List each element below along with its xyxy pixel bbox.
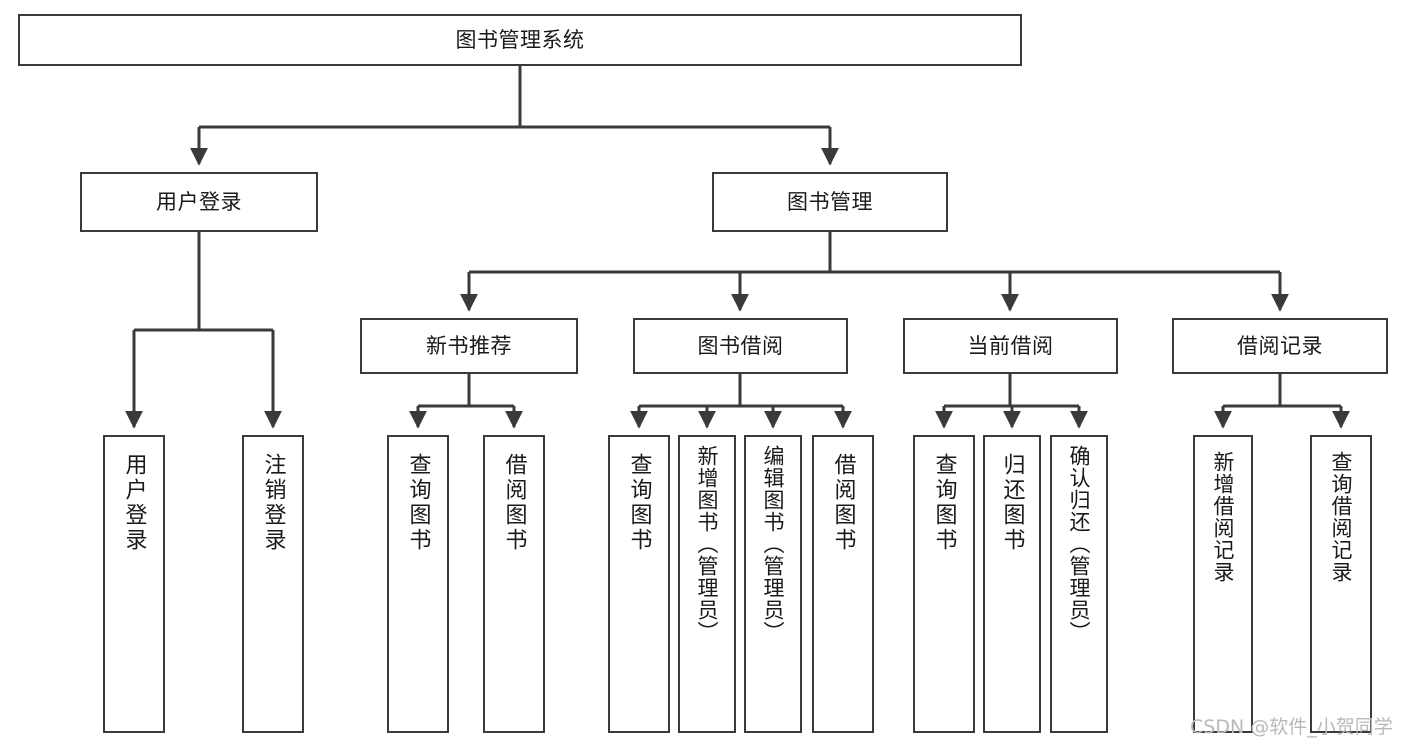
node-leaf-rec-query-book-label: 查询图书 [405,453,431,553]
node-leaf-rec-borrow-book-label: 借阅图书 [501,453,527,553]
watermark-text: CSDN @软件_小贺同学 [1190,716,1393,738]
node-leaf-confirm-return-admin[interactable]: 确认归还（管理员） [1050,435,1108,733]
node-leaf-borrow-book-label: 借阅图书 [830,453,856,553]
node-leaf-borrow-book[interactable]: 借阅图书 [812,435,874,733]
node-leaf-borrow-query-book[interactable]: 查询图书 [608,435,670,733]
node-current-borrow[interactable]: 当前借阅 [903,318,1118,374]
node-leaf-borrow-query-book-label: 查询图书 [626,453,652,553]
node-leaf-add-borrow-record-label: 新增借阅记录 [1211,451,1236,583]
node-borrow-record-label: 借阅记录 [1237,333,1323,358]
node-leaf-query-borrow-record[interactable]: 查询借阅记录 [1310,435,1372,733]
node-leaf-confirm-return-admin-label: 确认归还（管理员） [1067,445,1092,643]
node-leaf-cur-query-book[interactable]: 查询图书 [913,435,975,733]
node-leaf-user-login-label: 用户登录 [121,453,147,553]
node-book-manage-label: 图书管理 [787,189,873,214]
node-book-borrow[interactable]: 图书借阅 [633,318,848,374]
node-user-login-label: 用户登录 [156,189,242,214]
node-leaf-user-login[interactable]: 用户登录 [103,435,165,733]
node-leaf-return-book[interactable]: 归还图书 [983,435,1041,733]
node-leaf-user-logout[interactable]: 注销登录 [242,435,304,733]
node-root[interactable]: 图书管理系统 [18,14,1022,66]
node-user-login[interactable]: 用户登录 [80,172,318,232]
node-new-book-rec-label: 新书推荐 [426,333,512,358]
node-borrow-record[interactable]: 借阅记录 [1172,318,1388,374]
node-leaf-query-borrow-record-label: 查询借阅记录 [1329,451,1354,583]
node-leaf-add-book-admin[interactable]: 新增图书（管理员） [678,435,736,733]
node-leaf-edit-book-admin[interactable]: 编辑图书（管理员） [744,435,802,733]
node-new-book-rec[interactable]: 新书推荐 [360,318,578,374]
node-leaf-rec-borrow-book[interactable]: 借阅图书 [483,435,545,733]
node-book-manage[interactable]: 图书管理 [712,172,948,232]
node-root-label: 图书管理系统 [455,27,585,52]
node-leaf-edit-book-admin-label: 编辑图书（管理员） [761,445,786,643]
node-leaf-rec-query-book[interactable]: 查询图书 [387,435,449,733]
node-leaf-add-borrow-record[interactable]: 新增借阅记录 [1193,435,1253,733]
node-leaf-add-book-admin-label: 新增图书（管理员） [695,445,720,643]
node-leaf-return-book-label: 归还图书 [999,453,1025,553]
node-leaf-user-logout-label: 注销登录 [260,453,286,553]
node-leaf-cur-query-book-label: 查询图书 [931,453,957,553]
node-book-borrow-label: 图书借阅 [697,333,784,358]
node-current-borrow-label: 当前借阅 [967,333,1054,358]
